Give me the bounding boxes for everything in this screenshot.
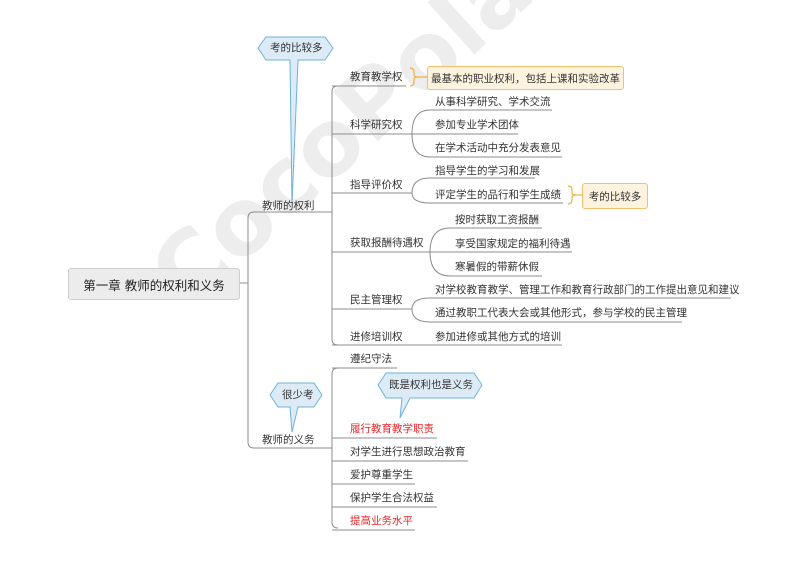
duty-item-highlight[interactable]: 履行教育教学职责 (350, 423, 434, 435)
callout-both-text: 既是权利也是义务 (389, 379, 473, 391)
brace-icon (409, 67, 582, 205)
right-democratic[interactable]: 民主管理权 (350, 294, 403, 306)
leaf[interactable]: 在学术活动中充分发表意见 (435, 142, 561, 154)
duty-item[interactable]: 遵纪守法 (350, 353, 392, 365)
callout-duties-text: 很少考 (282, 389, 314, 401)
right-research[interactable]: 科学研究权 (350, 119, 403, 131)
callout-rights (257, 36, 334, 206)
right-teaching[interactable]: 教育教学权 (350, 71, 403, 83)
callout-both (377, 372, 483, 419)
leaf[interactable]: 指导学生的学习和发展 (435, 165, 540, 177)
branch-duties[interactable]: 教师的义务 (262, 434, 315, 446)
leaf[interactable]: 通过教职工代表大会或其他形式，参与学校的民主管理 (435, 307, 687, 319)
right-guidance[interactable]: 指导评价权 (350, 179, 403, 191)
right-pay[interactable]: 获取报酬待遇权 (350, 237, 424, 249)
leaf[interactable]: 寒暑假的带薪休假 (455, 261, 539, 273)
leaf[interactable]: 享受国家规定的福利待遇 (455, 238, 571, 250)
leaf[interactable]: 参加专业学术团体 (435, 119, 519, 131)
leaf[interactable]: 对学校教育教学、管理工作和教育行政部门的工作提出意见和建议 (435, 284, 740, 296)
duty-item-highlight[interactable]: 提高业务水平 (350, 515, 413, 527)
root-node[interactable]: 第一章 教师的权利和义务 (68, 268, 240, 300)
right-training[interactable]: 进修培训权 (350, 331, 403, 343)
duty-item[interactable]: 对学生进行思想政治教育 (350, 446, 466, 458)
callout-duties (269, 382, 323, 433)
note-guidance: 考的比较多 (582, 183, 648, 209)
leaf[interactable]: 从事科学研究、学术交流 (435, 96, 551, 108)
duty-item[interactable]: 爱护尊重学生 (350, 469, 413, 481)
leaf[interactable]: 评定学生的品行和学生成绩 (435, 189, 561, 201)
duty-item[interactable]: 保护学生合法权益 (350, 492, 434, 504)
leaf[interactable]: 参加进修或其他方式的培训 (435, 331, 561, 343)
branch-rights[interactable]: 教师的权利 (262, 200, 315, 212)
callout-rights-text: 考的比较多 (270, 42, 323, 54)
note-teaching: 最基本的职业权利，包括上课和实验改革 (427, 66, 624, 90)
leaf[interactable]: 按时获取工资报酬 (455, 214, 539, 226)
